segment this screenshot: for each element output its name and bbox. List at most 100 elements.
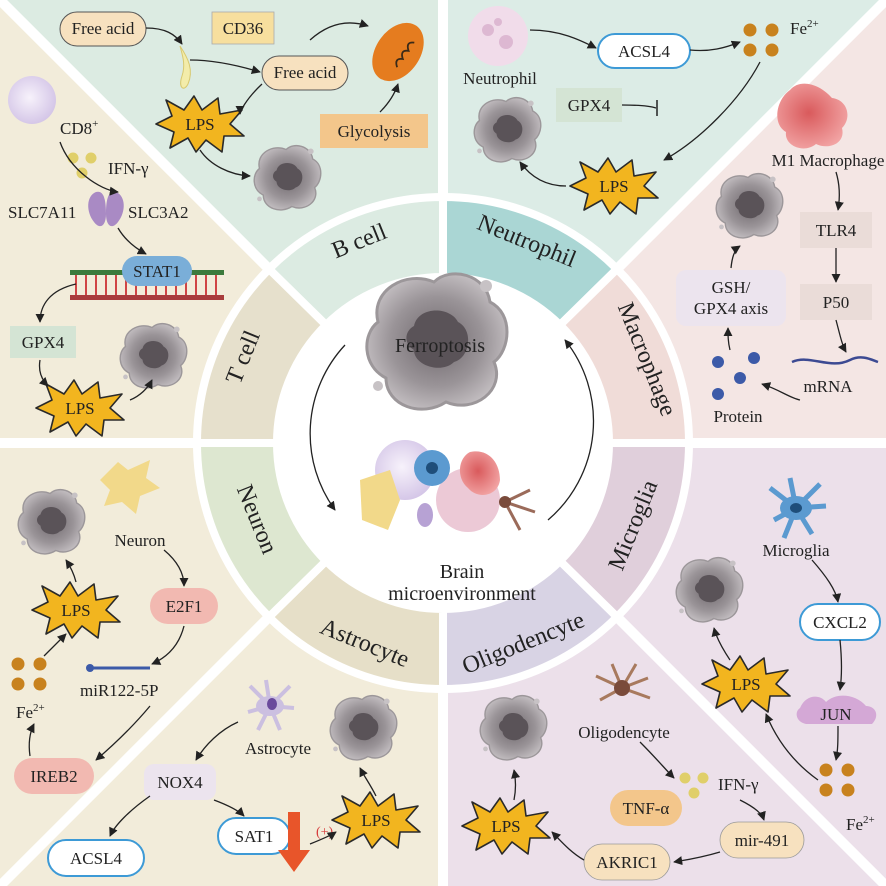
t-cell-lps-label: LPS [65,399,94,418]
oligodencyte-mir-label: mir-491 [735,831,789,850]
free-acid-box-1 [59,11,147,47]
microglia-label: Microglia [762,541,829,560]
stat1-box [122,256,192,286]
slc7a11-label: SLC7A11 [8,203,76,222]
brain-cells-cluster-icon [360,440,536,532]
mrna-strand-icon [791,356,879,365]
cd8-cell-icon [8,76,56,124]
jun-box [796,695,877,724]
cd36-box [211,11,275,45]
mirna-strand-icon [86,664,150,672]
cd36-receptor-icon [179,45,191,89]
b-cell-lps-label: LPS [185,115,214,134]
astrocyte-lps-label: LPS [361,811,390,830]
microglia-ferroptotic-cell-icon [675,556,744,623]
cd36-label: CD36 [223,19,264,38]
macrophage-ferroptotic-cell-icon [715,172,784,239]
mrna-label: mRNA [803,377,853,396]
t-cell-panel: CD8+ IFN-γ SLC7A11 SLC3A2 STAT1 GPX4 LPS [8,76,224,437]
gsh-label-2: GPX4 axis [694,299,768,318]
mir491-box [719,821,805,859]
oligodencyte-ifn-label: IFN-γ [718,775,759,794]
akric1-label: AKRIC1 [596,853,657,872]
neutrophil-acsl4-box [597,33,691,69]
gsh-gpx4-box [676,270,786,326]
oligodencyte-label: Oligodencyte [578,723,670,742]
slc-transporter-icon [88,191,124,227]
e2f1-label: E2F1 [166,597,203,616]
neutrophil-cell-icon [468,6,528,66]
neuron-mir-label: miR122-5P [80,681,158,700]
ireb2-box [14,758,94,794]
center-subtitle-2: microenvironment [388,583,536,605]
e2f1-box [150,588,218,624]
neutrophil-acsl4-label: ACSL4 [618,42,670,61]
oligodencyte-panel: Oligodencyte IFN-γ TNF-α mir-491 AKRIC1 … [461,663,805,881]
astrocyte-label: Astrocyte [245,739,311,758]
microglia-cell-icon [768,477,827,539]
cd8-label: CD8+ [60,118,98,138]
cxcl2-label: CXCL2 [813,613,867,632]
b-cell-panel: Free acid CD36 Free acid LPS Glycolysis [59,11,428,211]
p50-box [800,284,872,320]
slc3a2-label: SLC3A2 [128,203,188,222]
mitochondria-icon [372,22,424,82]
neutrophil-gpx4-box [556,88,622,122]
oligodencyte-cell-icon [595,663,651,702]
protein-dots-icon [712,352,760,400]
neuron-label: Neuron [115,531,166,550]
neutrophil-lps-label: LPS [599,177,628,196]
sat1-label: SAT1 [235,827,274,846]
astrocyte-ferroptotic-cell-icon [329,694,398,761]
stat1-label: STAT1 [133,262,181,281]
macrophage-label: M1 Macrophage [772,151,885,170]
astrocyte-acsl4-label: ACSL4 [70,849,122,868]
t-cell-ferroptotic-cell-icon [119,322,188,389]
center-subtitle-1: Brain [440,561,484,583]
oligodencyte-lps-label: LPS [491,817,520,836]
center-content: Ferroptosis Brain microenvironment [309,272,595,605]
oligodencyte-ferroptotic-cell-icon [479,694,548,761]
neuron-ferroptotic-cell-icon [17,488,86,555]
neuron-lps-label: LPS [61,601,90,620]
astrocyte-panel: Astrocyte NOX4 ACSL4 SAT1 (+) LPS [47,679,421,877]
nox4-box [144,764,216,800]
astrocyte-acsl4-box [47,839,145,877]
free-acid-box-2 [261,55,349,91]
central-ring [192,192,694,694]
p50-label: P50 [823,293,849,312]
ireb2-label: IREB2 [30,767,77,786]
t-cell-gpx4-box [10,326,76,358]
neutrophil-panel: Neutrophil ACSL4 Fe2+ GPX4 LPS [463,6,819,215]
microglia-fe-label: Fe2+ [846,814,875,834]
neutrophil-fe-label: Fe2+ [790,18,819,38]
microglia-panel: Microglia CXCL2 JUN Fe2+ LPS [675,477,881,834]
glycolysis-box [320,114,428,148]
neutrophil-label: Neutrophil [463,69,537,88]
tnf-label: TNF-α [623,799,670,818]
protein-label: Protein [713,407,763,426]
center-title: Ferroptosis [395,335,485,357]
neutrophil-ferroptotic-cell-icon [473,96,542,163]
free-acid-label-2: Free acid [274,63,337,82]
b-cell-ferroptotic-cell-icon [253,144,322,211]
neutrophil-gpx4-label: GPX4 [568,96,611,115]
free-acid-label-1: Free acid [72,19,135,38]
macrophage-panel: M1 Macrophage TLR4 P50 mRNA Protein GSH/… [676,83,885,426]
neuron-cell-icon [100,460,160,514]
akric1-box [583,843,671,881]
microglia-lps-label: LPS [731,675,760,694]
glycolysis-label: Glycolysis [338,122,411,141]
segment-t-cell [192,263,332,447]
tlr4-label: TLR4 [816,221,857,240]
tlr4-box [800,212,872,248]
neuron-fe-label: Fe2+ [16,702,45,722]
sat1-down-arrow-icon [278,812,310,872]
t-cell-ifn-label: IFN-γ [108,159,149,178]
jun-label: JUN [820,705,851,724]
tnf-box [610,790,682,826]
t-cell-gpx4-label: GPX4 [22,333,65,352]
m1-macrophage-cell-icon [777,83,848,149]
neuron-panel: Neuron E2F1 miR122-5P Fe2+ IREB2 LPS [11,460,218,794]
